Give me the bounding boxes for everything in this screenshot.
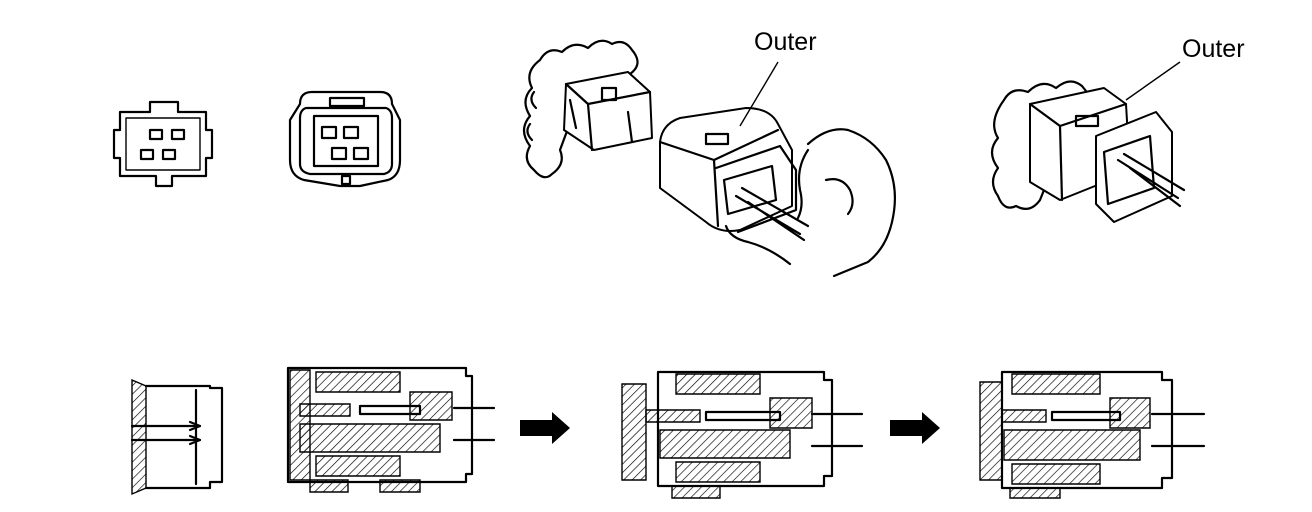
arrow-right-icon <box>520 412 570 444</box>
connector-connected-illustration <box>990 61 1186 223</box>
arrow-right-icon <box>890 412 940 444</box>
female-connector-cross-section-3 <box>979 370 1206 499</box>
male-connector-face-view <box>112 100 214 188</box>
female-connector-face-view <box>288 90 402 188</box>
outer-label-right: Outer <box>1182 35 1245 63</box>
male-terminal-cross-section <box>130 378 224 496</box>
connector-engagement-illustration <box>522 39 896 278</box>
outer-label-left: Outer <box>754 28 817 56</box>
female-connector-cross-section-1 <box>286 366 496 493</box>
female-connector-cross-section-2 <box>621 370 864 499</box>
